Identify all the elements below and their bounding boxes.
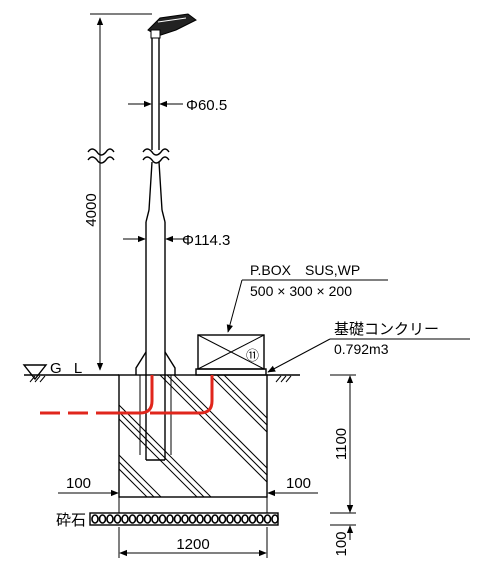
gravel-stone [263,514,272,524]
gravel-stone [128,514,137,524]
dia-top-label: Φ60.5 [186,97,227,114]
gravel-stone [256,514,264,524]
gravel-stone [271,514,279,524]
gravel-stone [173,514,182,524]
gravel-height-label: 100 [333,531,350,556]
gravel-stone [218,514,227,524]
foundation-height-label: 1100 [333,428,350,460]
gravel-stone [98,514,107,524]
gravel-stone [158,514,167,524]
gravel-stone [226,514,234,524]
gravel-stone [211,514,219,524]
pole-height-dimension [90,13,152,371]
gravel-stone [233,514,242,524]
gravel-stone [196,514,204,524]
gravel-stone [136,514,144,524]
conduit-red [40,375,214,415]
pull-box-number: ⑪ [246,349,259,364]
gravel-stone [203,514,212,524]
foundation-volume: 0.792m3 [334,341,389,357]
gravel-stone [91,514,99,524]
gravel-stone [181,514,189,524]
gravel-stone [106,514,114,524]
gravel-stone [121,514,129,524]
height-dimension [330,374,356,540]
foundation-block [118,374,268,498]
foundation-leader [267,338,470,373]
pole-height-label: 4000 [83,193,100,226]
pole [135,38,176,461]
dia-bottom-label: Φ114.3 [182,232,230,249]
offset-right-label: 100 [286,475,311,492]
luminaire-head [147,13,197,39]
gravel-stone [151,514,159,524]
pbox-leader [226,279,388,333]
gravel-stone [166,514,174,524]
pbox-spec: P.BOX SUS,WP [250,262,360,278]
gl-label: G L [50,360,86,377]
offset-left-label: 100 [66,475,91,492]
pbox-size: 500 × 300 × 200 [250,283,352,299]
width-label: 1200 [176,536,209,553]
offset-dimension [58,489,318,513]
gravel-stone [241,514,249,524]
gravel-stone [143,514,152,524]
gravel-layer [89,512,279,526]
gravel-stone [248,514,257,524]
gravel-stone [188,514,197,524]
gravel-label: 砕石 [56,511,86,529]
foundation-label: 基礎コンクリー [334,320,439,338]
ground-line [22,364,300,383]
gravel-stone [113,514,122,524]
width-dimension [118,527,268,558]
